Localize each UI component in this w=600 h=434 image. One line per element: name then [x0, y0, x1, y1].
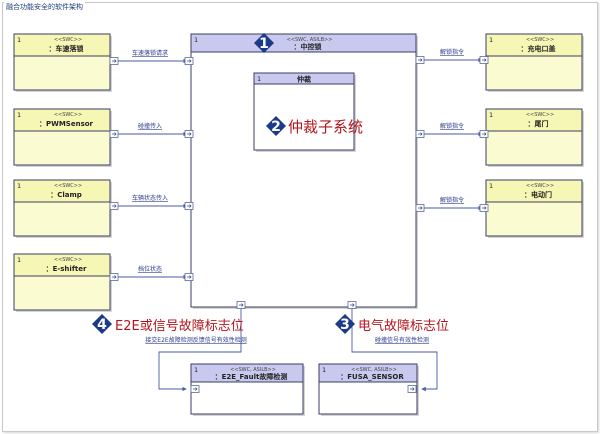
- port-in[interactable]: [184, 273, 194, 281]
- connector-line[interactable]: [351, 305, 438, 392]
- port-out[interactable]: [109, 130, 119, 138]
- component-name: ：中控锁: [294, 42, 322, 51]
- connector-label: 解锁指令: [440, 48, 464, 56]
- multiplicity: 1: [489, 111, 493, 119]
- component-clamp[interactable]: 1 <<SWC>> ：Clamp: [13, 179, 112, 238]
- callout-number: 2: [271, 119, 281, 135]
- callout-3-badge: 3: [335, 314, 355, 334]
- component-e2e[interactable]: 1 <<SWC, ASILB>>：E2E_Fault故障检测: [190, 363, 305, 416]
- stereotype: <<SWC, ASILB>>: [287, 37, 333, 43]
- connector-label: 车速落锁请求: [132, 49, 168, 57]
- port-out[interactable]: [415, 130, 425, 138]
- component-header: [13, 179, 111, 203]
- port-in[interactable]: [184, 57, 194, 65]
- component-cheshu[interactable]: 1 <<SWC>>：车速落锁: [13, 33, 112, 92]
- component-header: [190, 363, 304, 383]
- component-header: [13, 108, 111, 132]
- component-header: [253, 72, 355, 85]
- stereotype: <<SWC>>: [54, 37, 82, 43]
- component-header: [485, 108, 583, 132]
- component-header: [13, 33, 111, 57]
- port-out[interactable]: [109, 202, 119, 210]
- callout-number: 1: [259, 36, 269, 52]
- port-in[interactable]: [479, 204, 489, 212]
- stereotype: <<SWC>>: [526, 183, 554, 189]
- component-header: [13, 253, 111, 277]
- stereotype: <<SWC>>: [54, 183, 82, 189]
- port-in[interactable]: [479, 56, 489, 64]
- port-out[interactable]: [236, 301, 246, 309]
- callout-4-text: E2E或信号故障标志位: [115, 319, 244, 334]
- connector-label: 车辆状态传入: [132, 194, 168, 202]
- component-name: ：PWMSensor: [39, 120, 94, 128]
- multiplicity: 1: [194, 36, 198, 44]
- stereotype: <<SWC>>: [526, 112, 554, 118]
- component-name: ：充电口盖: [521, 44, 556, 53]
- callout-2-badge: 2: [266, 116, 286, 136]
- component-name: ：FUSA_SENSOR: [340, 373, 404, 381]
- component-name: ：尾门: [528, 119, 549, 128]
- connector-label: 解锁指令: [440, 122, 464, 130]
- component-header: [485, 33, 583, 57]
- multiplicity: 1: [17, 36, 21, 44]
- callout-number: 4: [97, 317, 107, 333]
- component-name: ：E-shifter: [46, 265, 87, 273]
- diagram-title: 融合功能安全的软件架构: [4, 2, 85, 12]
- port-in[interactable]: [479, 130, 489, 138]
- port-out[interactable]: [347, 301, 357, 309]
- component-header: [485, 179, 583, 203]
- component-fusa[interactable]: 1 <<SWC, ASILB>>：FUSA_SENSOR: [318, 363, 419, 416]
- component-header: [190, 33, 417, 53]
- stereotype: <<SWC>>: [526, 37, 554, 43]
- port-in[interactable]: [184, 130, 194, 138]
- multiplicity: 1: [17, 182, 21, 190]
- callout-3-text: 电气故障标志位: [358, 318, 449, 334]
- component-name: ：电动门: [524, 190, 552, 199]
- callout-4-badge: 4: [92, 314, 112, 334]
- multiplicity: 1: [17, 111, 21, 119]
- component-door[interactable]: 1 <<SWC>>：电动门: [485, 179, 584, 238]
- component-charge[interactable]: 1 <<SWC>>：充电口盖: [485, 33, 584, 92]
- multiplicity: 1: [322, 366, 326, 374]
- callout-2-text: 仲裁子系统: [288, 118, 363, 136]
- connector-label: 档位状态: [138, 265, 162, 273]
- port-out[interactable]: [415, 204, 425, 212]
- multiplicity: 1: [257, 75, 261, 83]
- port-in[interactable]: [407, 385, 417, 393]
- connector-label: 接交E2E故障检测反馈信号有效性检测: [145, 336, 246, 344]
- stereotype: <<SWC, ASILB>>: [230, 367, 276, 373]
- callout-number: 3: [340, 317, 350, 333]
- connector-label: 解锁指令: [440, 196, 464, 204]
- callout-1-badge: 1: [254, 33, 274, 53]
- component-tail[interactable]: 1 <<SWC>>：尾门: [485, 108, 584, 167]
- multiplicity: 1: [194, 366, 198, 374]
- component-name: ：车速落锁: [49, 44, 84, 53]
- port-in[interactable]: [184, 202, 194, 210]
- stereotype: <<SWC>>: [54, 112, 82, 118]
- component-body: [253, 72, 355, 151]
- multiplicity: 1: [17, 256, 21, 264]
- component-name: ：E2E_Fault故障检测: [215, 372, 288, 381]
- port-in[interactable]: [190, 385, 200, 393]
- multiplicity: 1: [489, 36, 493, 44]
- port-out[interactable]: [109, 57, 119, 65]
- component-pwm[interactable]: 1 <<SWC>> ：PWMSensor: [13, 108, 112, 167]
- component-eshifter[interactable]: 1 <<SWC>> ：E-shifter: [13, 253, 112, 312]
- component-arb[interactable]: 1 仲裁: [253, 72, 356, 152]
- stereotype: <<SWC, ASILB>>: [351, 367, 397, 373]
- port-out[interactable]: [109, 273, 119, 281]
- connector-label: 碰撞传入: [138, 122, 162, 130]
- connector-line[interactable]: [158, 305, 242, 392]
- port-out[interactable]: [415, 56, 425, 64]
- component-name: ：Clamp: [50, 191, 82, 199]
- multiplicity: 1: [489, 182, 493, 190]
- component-name: 仲裁: [297, 75, 311, 84]
- connector-label: 碰撞信号有效性检测: [375, 336, 429, 344]
- component-header: [318, 363, 418, 383]
- stereotype: <<SWC>>: [54, 257, 82, 263]
